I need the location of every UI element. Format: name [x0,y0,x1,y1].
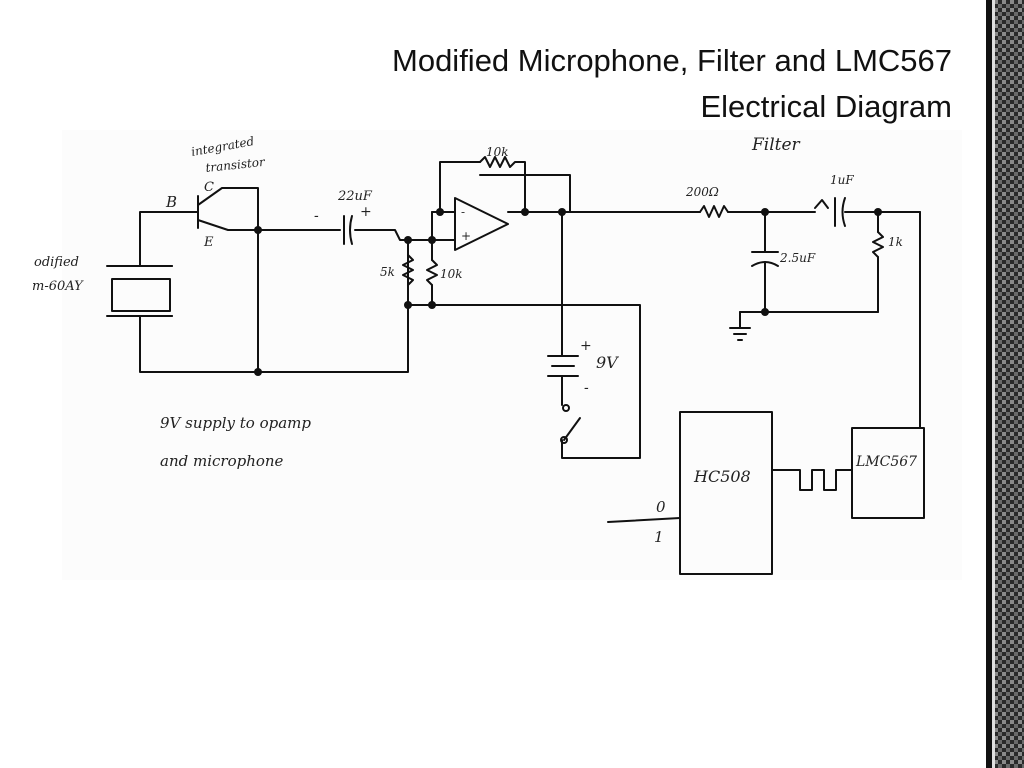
label-filter: Filter [751,135,801,155]
label-emitter: E [203,235,214,250]
label-transistor: transistor [205,155,267,175]
label-r-1k: 1k [888,235,903,249]
label-mic-line1: odified [34,255,79,270]
label-r-10k: 10k [440,267,463,281]
decorative-right-border [986,0,1024,768]
label-opamp-plus: + [461,229,471,243]
slide-title-line1: Modified Microphone, Filter and LMC567 [392,43,952,78]
schematic-photo-background [62,130,962,580]
slide-title: Modified Microphone, Filter and LMC567 E… [392,38,952,130]
resistor-5k [402,254,414,286]
label-opamp-minus: - [461,205,465,219]
label-battery-plus: + [580,338,592,354]
label-cap-minus: - [314,208,319,224]
label-cap-22uf: 22uF [337,189,373,204]
border-texture [986,0,1024,768]
note-supply-line2: and microphone [160,452,284,470]
label-r-5k: 5k [380,265,395,279]
label-battery-9v: 9V [596,353,619,372]
label-battery-minus: - [584,380,589,396]
label-r-200: 200Ω [685,185,719,199]
resistor-10k-bias [426,211,438,306]
square-wave-signal [771,469,853,491]
filter-network [699,197,921,429]
lmc567-chip [851,427,925,519]
op-amp [431,156,701,346]
slide-title-line2: Electrical Diagram [700,89,952,124]
label-hc508: HC508 [693,467,751,486]
label-collector: C [204,180,214,195]
label-integrated: integrated [190,134,255,159]
label-input-1: 1 [654,528,664,546]
label-c-2-5uf: 2.5uF [779,251,816,265]
junction-dots [254,208,882,376]
label-c-1uf: 1uF [830,173,854,187]
hc508-chip [607,411,773,575]
label-mic-line2: m-60AY [32,279,84,294]
label-feedback-10k: 10k [486,145,509,159]
note-supply-line1: 9V supply to opamp [160,414,311,432]
battery-9v [547,344,579,406]
microphone-symbol [106,265,173,317]
label-lmc567: LMC567 [855,454,917,470]
power-switch [560,404,581,444]
label-input-0: 0 [656,498,666,516]
label-cap-plus: + [360,204,372,220]
capacitor-22uf [343,215,353,245]
label-base: B [165,193,177,211]
